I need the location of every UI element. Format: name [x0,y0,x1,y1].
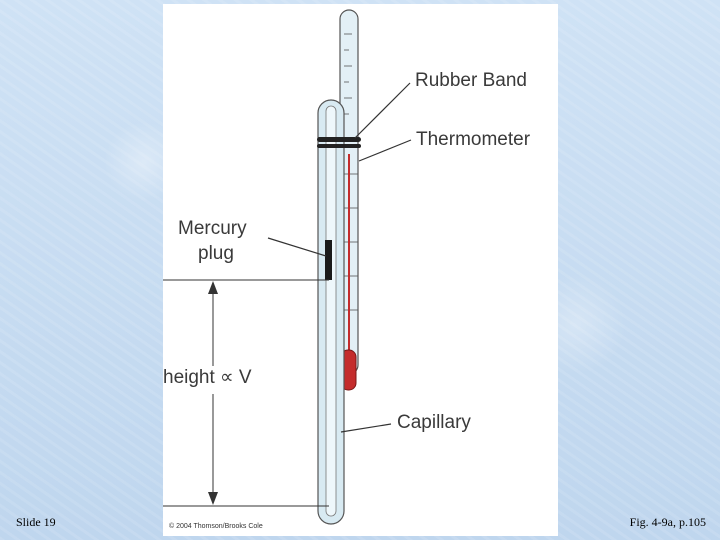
capillary-label: Capillary [397,412,471,433]
thermometer-label: Thermometer [416,129,531,150]
height-arrow-up [208,281,218,294]
mercury-plug-leader [267,237,327,257]
capillary-bore [325,105,337,517]
copyright-notice: © 2004 Thomson/Brooks Cole [169,523,263,530]
rubber-band [317,137,361,148]
mercury-plug-label-line2: plug [198,243,234,264]
height-label: height ∝ V [163,367,252,389]
slide-number: Slide 19 [16,515,56,529]
capillary-diagram [163,9,412,525]
height-arrow-down [208,492,218,505]
figure-reference: Fig. 4-9a, p.105 [629,515,706,529]
rubber-band-leader [354,82,411,139]
figure-panel: Rubber Band Thermometer Mercury plug hei… [163,4,558,536]
mercury-plug [325,240,332,280]
thermometer-leader [358,139,412,162]
capillary-leader [340,423,392,433]
height-dimension [163,279,329,507]
thermometer-scale [344,33,358,311]
mercury-plug-label-line1: Mercury [178,218,247,239]
rubber-band-label: Rubber Band [415,70,527,91]
